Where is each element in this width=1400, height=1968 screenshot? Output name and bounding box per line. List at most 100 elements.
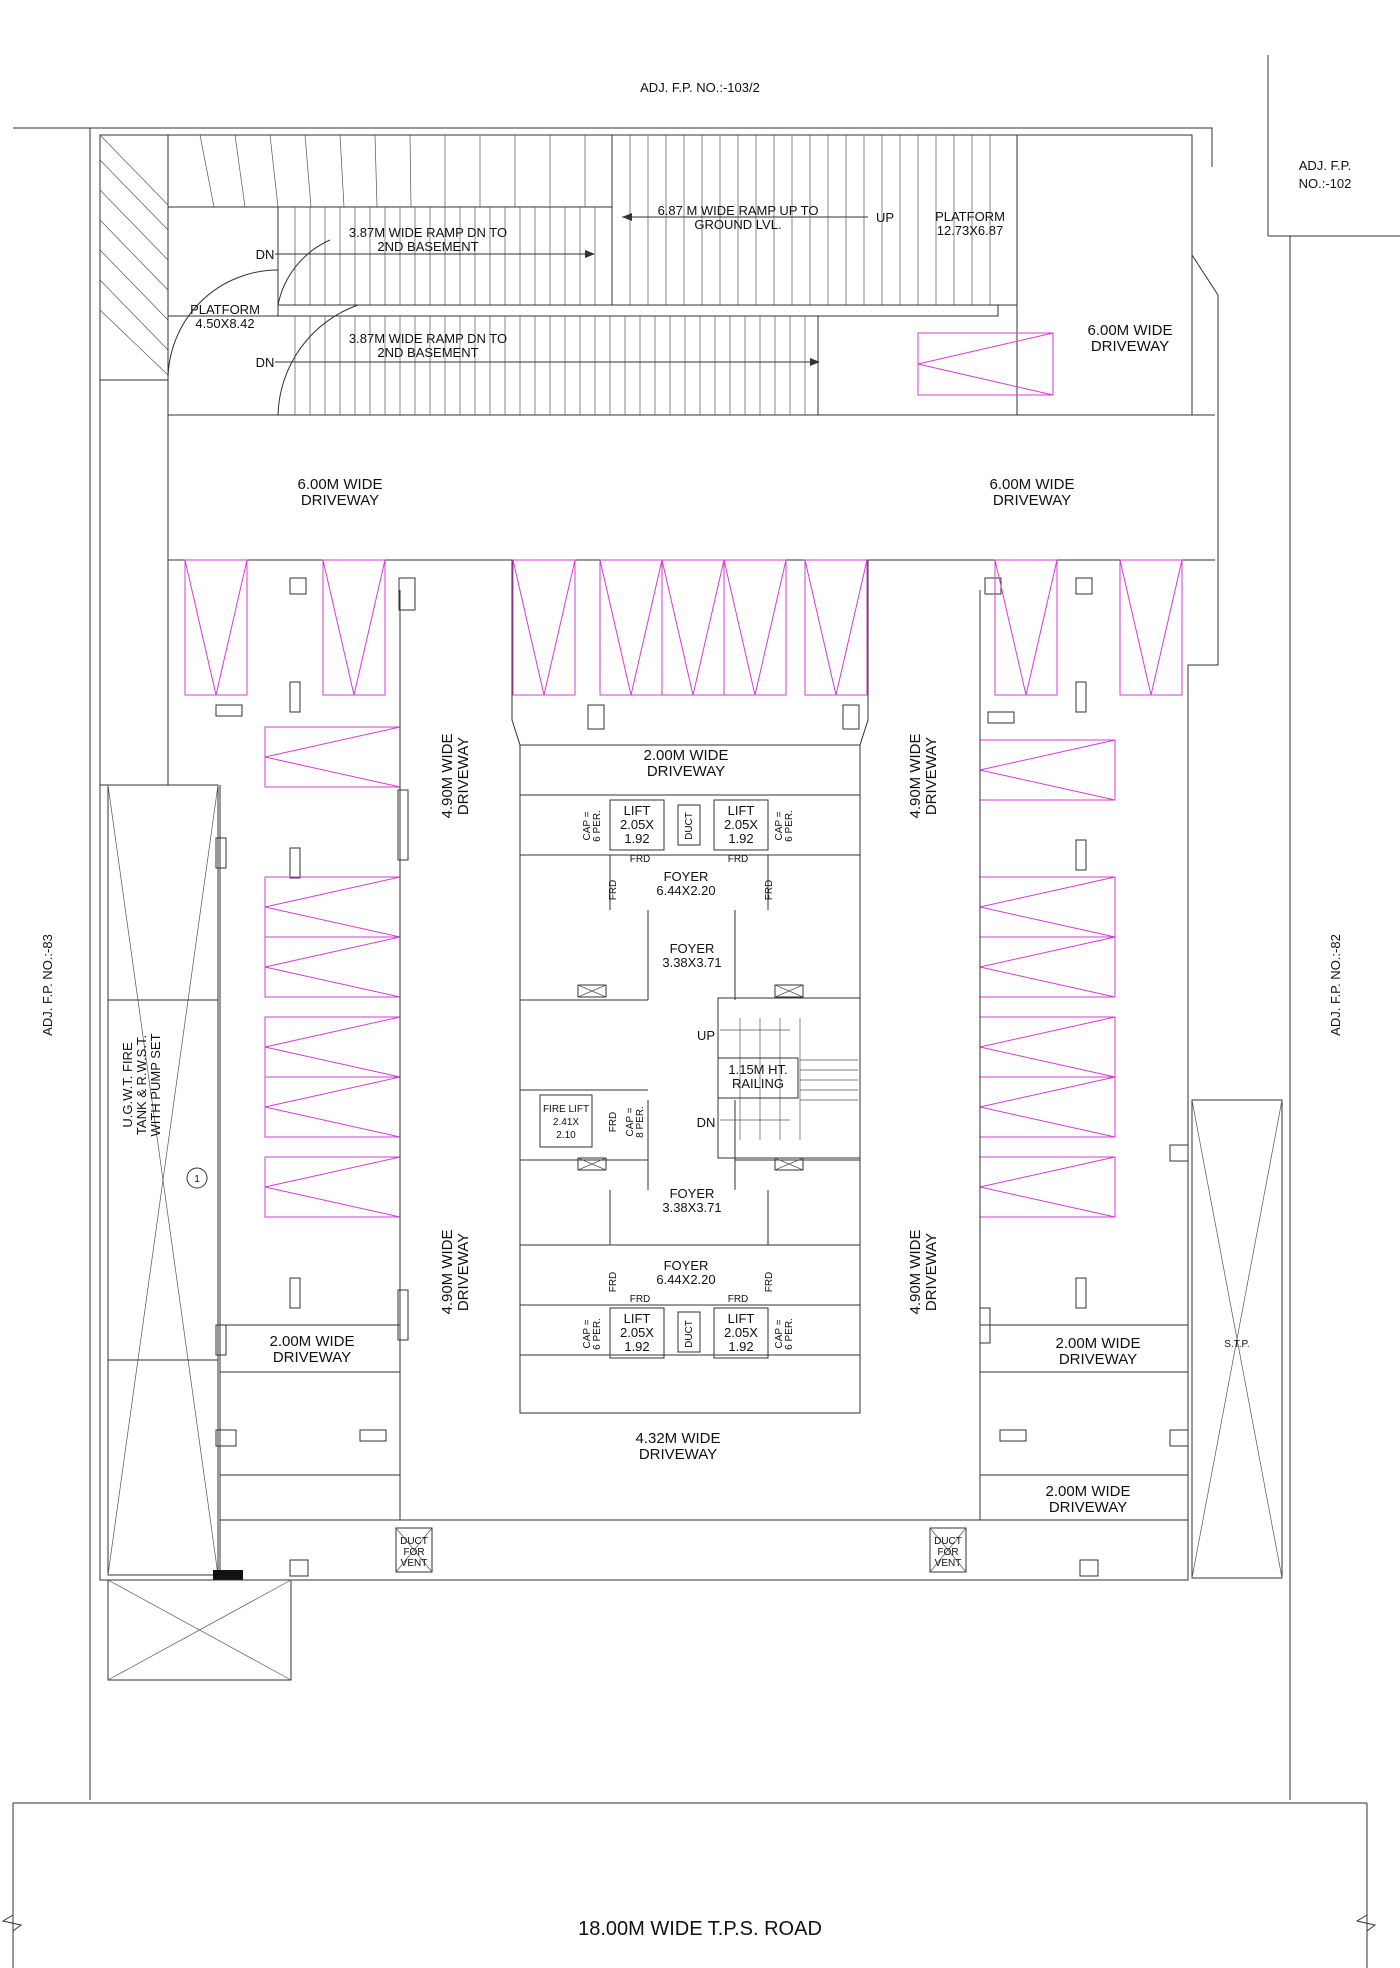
foyer-bottom-large-size: 6.44X2.20 bbox=[656, 1272, 715, 1287]
tank-marker: 1 bbox=[194, 1174, 200, 1185]
ramp-dn-2-label-2: 2ND BASEMENT bbox=[377, 345, 478, 360]
frd-bottom-right-side: FRD bbox=[764, 1272, 775, 1293]
driveway-south-word: DRIVEWAY bbox=[639, 1446, 717, 1463]
frd-bottom-left-side: FRD bbox=[608, 1272, 619, 1293]
driveway-ne-width: 6.00M WIDE bbox=[1087, 322, 1172, 339]
lift-bl-dim1: 2.05X bbox=[620, 1325, 654, 1340]
frd-top-left-side: FRD bbox=[608, 880, 619, 901]
driveway-nne-width: 6.00M WIDE bbox=[989, 476, 1074, 493]
adj-plot-west: ADJ. F.P. NO.:-83 bbox=[40, 934, 55, 1036]
lift-bl-dim2: 1.92 bbox=[624, 1339, 649, 1354]
labels: ADJ. F.P. NO.:-103/2 ADJ. F.P. NO.:-102 … bbox=[40, 80, 1351, 1940]
ramps-zone bbox=[99, 134, 1193, 416]
ramp-dn-2-stripes bbox=[294, 316, 806, 415]
driveway-se-word: DRIVEWAY bbox=[1059, 1351, 1137, 1368]
driveway-ne-word: DRIVEWAY bbox=[1091, 338, 1169, 355]
fire-lift-dim1: 2.41X bbox=[553, 1117, 579, 1128]
frd-bottom-left: FRD bbox=[630, 1294, 651, 1305]
driveway-left-upper-width: 4.90M WIDE bbox=[439, 733, 456, 818]
driveway-south-width: 4.32M WIDE bbox=[635, 1430, 720, 1447]
central-core bbox=[511, 560, 869, 1414]
ramp-dn-1-label-1: 3.87M WIDE RAMP DN TO bbox=[349, 225, 507, 240]
platform-right-label: PLATFORM bbox=[935, 209, 1005, 224]
cap-bottom-right-1: CAP = bbox=[774, 1319, 785, 1348]
frd-top-left: FRD bbox=[630, 854, 651, 865]
vent-right-1: DUCT bbox=[934, 1536, 962, 1547]
tank-label-2: TANK & R.W.S.T. bbox=[134, 1035, 149, 1135]
ramp-dn-1-direction: DN bbox=[256, 247, 275, 262]
driveway-left-lower-word: DRIVEWAY bbox=[455, 1233, 472, 1311]
duct-bottom: DUCT bbox=[684, 1320, 695, 1348]
railing-label-2: RAILING bbox=[732, 1076, 784, 1091]
cap-top-left-2: 6 PER. bbox=[592, 810, 603, 842]
driveway-se-width: 2.00M WIDE bbox=[1055, 1335, 1140, 1352]
adj-plot-east: ADJ. F.P. NO.:-82 bbox=[1328, 934, 1343, 1036]
lift-tr-dim1: 2.05X bbox=[724, 817, 758, 832]
driveway-core-top-word: DRIVEWAY bbox=[647, 763, 725, 780]
ramp-up-stripes bbox=[629, 135, 991, 305]
lift-tl-dim2: 1.92 bbox=[624, 831, 649, 846]
cap-bottom-left-1: CAP = bbox=[582, 1319, 593, 1348]
platform-right-size: 12.73X6.87 bbox=[937, 223, 1004, 238]
lift-br-dim1: 2.05X bbox=[724, 1325, 758, 1340]
ramp-up-label-2: GROUND LVL. bbox=[694, 217, 781, 232]
driveway-sse-word: DRIVEWAY bbox=[1049, 1499, 1127, 1516]
foyer-bottom-large-label: FOYER bbox=[664, 1258, 709, 1273]
driveway-sw-width: 2.00M WIDE bbox=[269, 1333, 354, 1350]
fire-lift-label: FIRE LIFT bbox=[543, 1104, 589, 1115]
frd-top-right-side: FRD bbox=[764, 880, 775, 901]
driveway-right-upper-word: DRIVEWAY bbox=[923, 737, 940, 815]
driveway-left-upper-word: DRIVEWAY bbox=[455, 737, 472, 815]
structural-columns bbox=[215, 577, 1189, 1577]
driveway-sse-width: 2.00M WIDE bbox=[1045, 1483, 1130, 1500]
driveway-core-top-width: 2.00M WIDE bbox=[643, 747, 728, 764]
vent-right-2: FOR bbox=[937, 1547, 958, 1558]
service-blocks bbox=[107, 784, 1283, 1681]
foyer-bottom-small-label: FOYER bbox=[670, 1186, 715, 1201]
driveway-sw-word: DRIVEWAY bbox=[273, 1349, 351, 1366]
ramp-dn-2-direction: DN bbox=[256, 355, 275, 370]
lift-br-label: LIFT bbox=[728, 1311, 755, 1326]
lift-tr-label: LIFT bbox=[728, 803, 755, 818]
platform-left-size: 4.50X8.42 bbox=[195, 316, 254, 331]
foyer-top-large-size: 6.44X2.20 bbox=[656, 883, 715, 898]
adj-plot-northeast-1: ADJ. F.P. bbox=[1299, 158, 1352, 173]
platform-left-label: PLATFORM bbox=[190, 302, 260, 317]
cap-top-right-2: 6 PER. bbox=[784, 810, 795, 842]
driveway-right-lower-width: 4.90M WIDE bbox=[907, 1229, 924, 1314]
driveway-walls bbox=[219, 590, 1188, 1580]
foyer-top-small-label: FOYER bbox=[670, 941, 715, 956]
frd-top-right: FRD bbox=[728, 854, 749, 865]
vent-left-3: VENT bbox=[401, 1558, 428, 1569]
road-label: 18.00M WIDE T.P.S. ROAD bbox=[578, 1918, 822, 1940]
foyer-top-small-size: 3.38X3.71 bbox=[662, 955, 721, 970]
ramp-dn-1-stripes bbox=[294, 207, 596, 305]
frd-bottom-right: FRD bbox=[728, 1294, 749, 1305]
plot-boundary bbox=[1, 55, 1400, 1968]
lift-bl-label: LIFT bbox=[624, 1311, 651, 1326]
stair-up-label: UP bbox=[697, 1028, 715, 1043]
lift-br-dim2: 1.92 bbox=[728, 1339, 753, 1354]
cap-fire-lift-2: 8 PER. bbox=[635, 1106, 646, 1138]
railing-label-1: 1.15M HT. bbox=[728, 1062, 787, 1077]
driveway-right-upper-width: 4.90M WIDE bbox=[907, 733, 924, 818]
vent-right-3: VENT bbox=[935, 1558, 962, 1569]
tank-label-3: WITH PUMP SET bbox=[148, 1033, 163, 1136]
lift-tl-dim1: 2.05X bbox=[620, 817, 654, 832]
frd-fire-lift: FRD bbox=[608, 1112, 619, 1133]
adj-plot-north: ADJ. F.P. NO.:-103/2 bbox=[640, 80, 760, 95]
vent-left-1: DUCT bbox=[400, 1536, 428, 1547]
cap-top-left-1: CAP = bbox=[582, 811, 593, 840]
tank-label-1: U.G.W.T. FIRE bbox=[120, 1042, 135, 1128]
driveway-right-lower-word: DRIVEWAY bbox=[923, 1233, 940, 1311]
driveway-left-lower-width: 4.90M WIDE bbox=[439, 1229, 456, 1314]
fire-lift-dim2: 2.10 bbox=[556, 1130, 576, 1141]
vent-left-2: FOR bbox=[403, 1547, 424, 1558]
ramp-up-label-1: 6.87 M WIDE RAMP UP TO bbox=[658, 203, 819, 218]
driveway-nne-word: DRIVEWAY bbox=[993, 492, 1071, 509]
foyer-top-large-label: FOYER bbox=[664, 869, 709, 884]
foyer-bottom-small-size: 3.38X3.71 bbox=[662, 1200, 721, 1215]
building-outline bbox=[99, 134, 1219, 1581]
stair-dn-label: DN bbox=[697, 1115, 716, 1130]
